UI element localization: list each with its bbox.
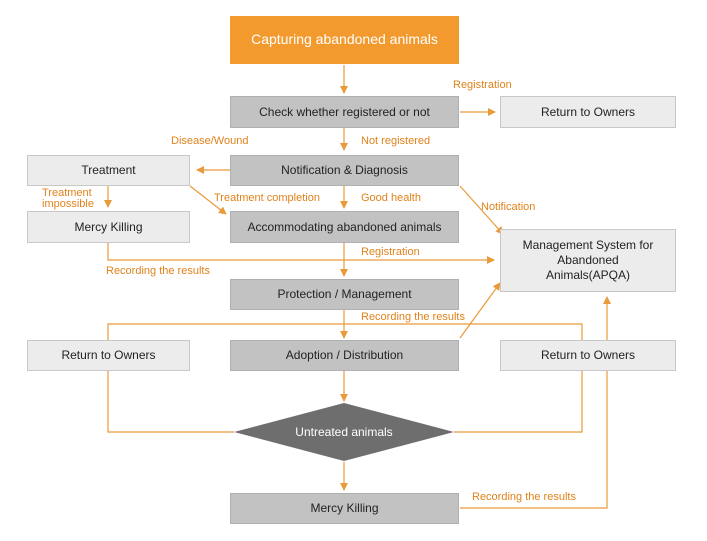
accommodating-box: Accommodating abandoned animals (230, 211, 459, 243)
management-system-box: Management System for Abandoned Animals(… (500, 229, 676, 292)
treatment-box: Treatment (27, 155, 190, 186)
adoption-distribution-box: Adoption / Distribution (230, 340, 459, 371)
protection-management-box: Protection / Management (230, 279, 459, 310)
treatment-completion-label: Treatment completion (214, 192, 320, 204)
notification-diagnosis-box: Notification & Diagnosis (230, 155, 459, 186)
disease-wound-label: Disease/Wound (171, 135, 249, 147)
not-registered-label: Not registered (361, 135, 431, 147)
good-health-label: Good health (361, 192, 421, 204)
return-to-owners-top-box: Return to Owners (500, 96, 676, 128)
mercy-killing-bottom-box: Mercy Killing (230, 493, 459, 524)
return-to-owners-left-box: Return to Owners (27, 340, 190, 371)
recording-results-mid-label: Recording the results (361, 311, 465, 323)
notification-label: Notification (481, 201, 536, 213)
check-registered-box: Check whether registered or not (230, 96, 459, 128)
treatment-impossible-label-1: Treatment (42, 187, 92, 199)
registration-mid-label: Registration (361, 246, 420, 258)
untreated-animals-label: Untreated animals (295, 425, 393, 439)
mercy-killing-left-box: Mercy Killing (27, 211, 190, 243)
untreated-diamond (234, 403, 454, 461)
recording-results-left-label: Recording the results (106, 265, 210, 277)
treatment-impossible-label-2: impossible (42, 198, 94, 210)
registration-top-label: Registration (453, 79, 512, 91)
capturing-box: Capturing abandoned animals (230, 16, 459, 64)
recording-results-bottom-label: Recording the results (472, 491, 576, 503)
return-to-owners-right-box: Return to Owners (500, 340, 676, 371)
